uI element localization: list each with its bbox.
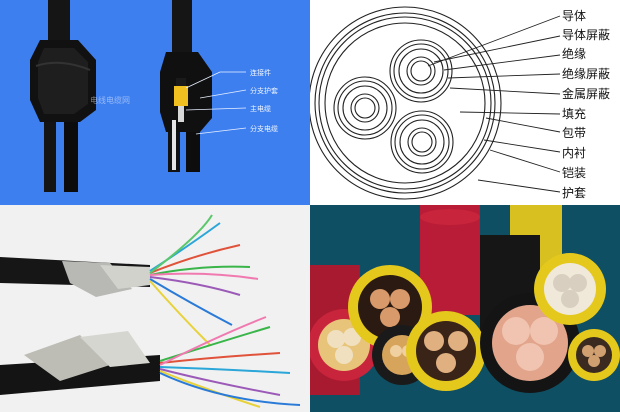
- middle-yellow-cable: [406, 311, 486, 391]
- joint-leader-lines: [185, 71, 247, 135]
- upper-yellow-cable: [534, 253, 606, 325]
- cable-ends-illustration: [310, 205, 620, 395]
- layer-label-conductor-screen: 导体屏蔽: [562, 28, 611, 42]
- joint-label-connector: 连接件: [250, 69, 271, 77]
- outer-sheath-ring: [310, 6, 502, 200]
- right-branch-joint-cutaway: [160, 0, 212, 172]
- layer-label-armour: 铠装: [562, 166, 587, 180]
- layer-label-inner-lining: 内衬: [562, 146, 587, 160]
- branch-joint-photo: 连接件 分支护套 主电缆 分支电缆 电线电缆网: [0, 0, 310, 205]
- layer-label-filler: 填充: [562, 107, 587, 121]
- layer-label-wrapping-tape: 包带: [562, 126, 587, 140]
- inner-lining-ring: [324, 22, 486, 184]
- rubber-cable-bundle-photo: [310, 205, 620, 412]
- layer-leader-lines: [427, 15, 561, 193]
- layer-label-outer-sheath: 护套: [562, 186, 587, 200]
- shielded-cable-illustration: [0, 214, 301, 408]
- joint-label-main-cable: 主电缆: [250, 105, 271, 113]
- left-branch-joint: [30, 0, 96, 192]
- layer-label-insulation-screen: 绝缘屏蔽: [562, 67, 611, 81]
- layer-label-metal-screen: 金属屏蔽: [562, 87, 611, 101]
- joint-label-branch-sheath: 分支护套: [250, 87, 278, 95]
- cable-cross-section-diagram: 导体 导体屏蔽 绝缘 绝缘屏蔽 金属屏蔽 填充 包带 内衬 铠装 护套: [310, 0, 620, 205]
- watermark: 电线电缆网: [90, 96, 130, 105]
- layer-label-insulation: 绝缘: [562, 47, 587, 61]
- shielded-cable-photo: [0, 205, 310, 412]
- lower-cable: [0, 316, 301, 408]
- connector-block: [174, 86, 188, 106]
- branch-joint-illustration: [30, 0, 247, 192]
- cross-section-drawing: [310, 6, 561, 200]
- layer-label-conductor: 导体: [562, 9, 587, 23]
- joint-label-branch-cable: 分支电缆: [250, 125, 278, 133]
- upper-cable: [0, 214, 259, 346]
